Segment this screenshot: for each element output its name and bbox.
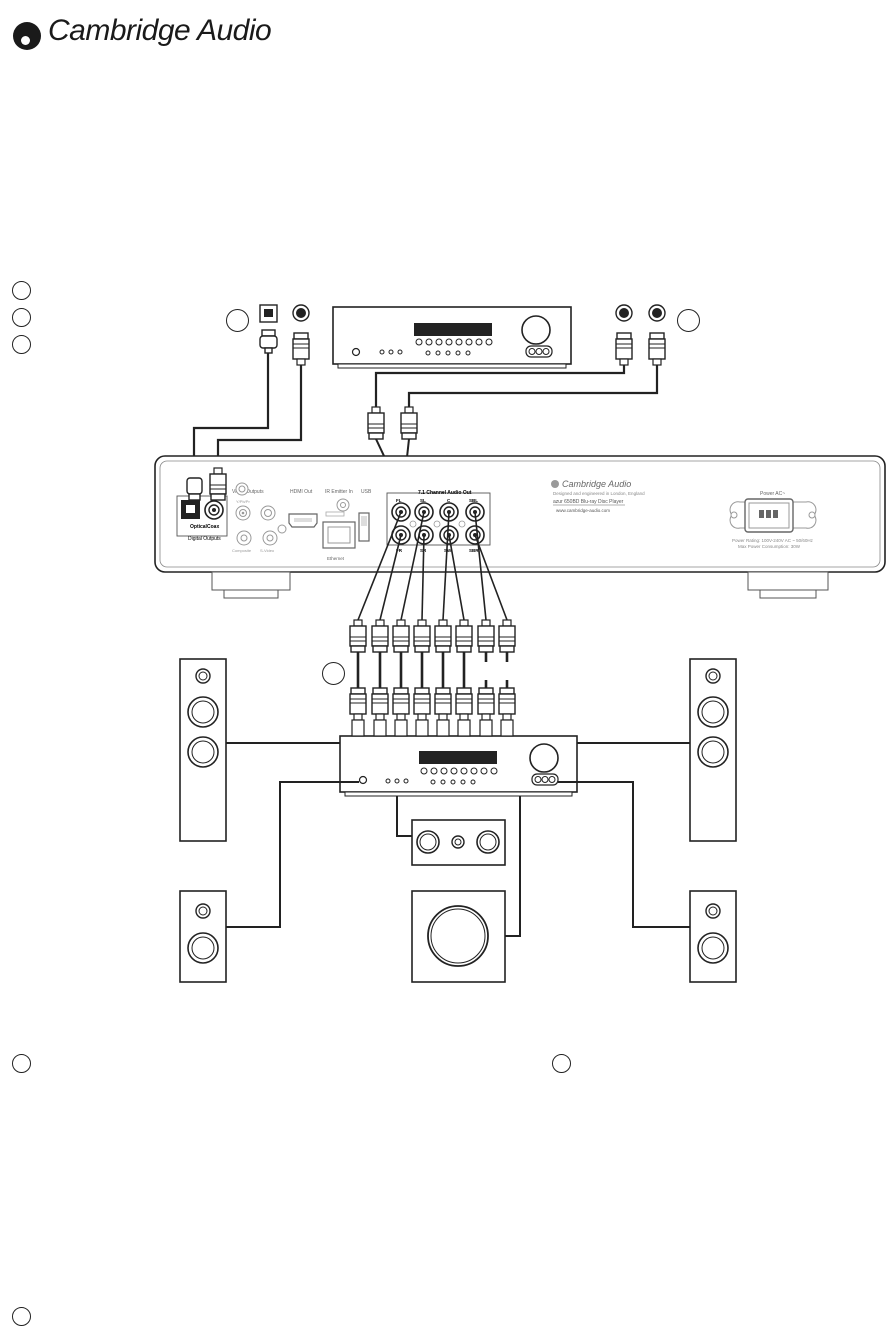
label-power-rating: Power Rating: 100V-240V AC ~ 50/60Hz [732,538,814,543]
surround-right-speaker [689,890,737,983]
label-svideo: S-Video [260,548,275,553]
receiver-display [419,751,497,764]
callout-circle-icon [322,662,345,685]
label-sl: SL [420,498,426,503]
label-usb: USB [361,489,372,495]
callout-circle-icon [12,281,31,300]
usb-port-icon [358,512,370,542]
label-composite: Composite [232,548,252,553]
label-model: azur 650BD Blu-ray Disc Player [553,499,624,505]
brand-wordmark: Cambridge Audio [48,14,272,47]
brand-mark-icon [551,480,559,488]
label-sbr: SBR [469,548,479,553]
label-fl: FL [396,498,402,503]
label-sbl: SBL [469,498,478,503]
rca-port-icon [615,304,633,322]
label-panel-brand: Cambridge Audio [562,479,631,489]
receiver-volume-knob-icon [529,743,559,773]
label-power-in: Power AC~ [760,491,785,497]
callout-circle-icon [12,1054,31,1073]
blu-ray-player-rear-panel: Optical Coax Digital Outputs Video Outpu… [154,455,886,599]
top-amplifier [332,306,572,369]
label-video-outputs: Video Outputs [232,489,264,495]
toslink-port-icon [259,304,278,323]
callout-circle-icon [226,309,249,332]
label-sub: SW [444,548,452,553]
subwoofer [411,890,506,983]
coax-output-port [204,500,224,520]
label-ethernet: Ethernet [327,556,345,561]
surround-left-speaker [179,890,227,983]
display-window [414,323,492,336]
volume-knob-icon [521,315,551,345]
callout-circle-icon [12,335,31,354]
label-optical: Optical [190,524,208,530]
label-ir-emitter: IR Emitter In [325,489,353,495]
label-coax: Coax [207,524,219,530]
front-right-speaker [689,658,737,842]
label-power-consumption: Max Power Consumption: 30W [738,544,801,549]
brand-logo-icon [13,22,41,50]
label-c: C [447,498,451,503]
front-left-speaker [179,658,227,842]
callout-circle-icon [12,1307,31,1326]
label-hdmi-out: HDMI Out [290,489,313,495]
callout-circle-icon [552,1054,571,1073]
label-ypbpr: Y/Pb/Pr [236,499,250,504]
label-url: www.cambridge-audio.com [556,508,610,513]
label-digital-outputs: Digital Outputs [188,536,221,542]
label-fr: FR [396,548,403,553]
rca-port-icon [648,304,666,322]
center-speaker [411,819,506,866]
callout-circle-icon [12,308,31,327]
label-multichannel: 7.1 Channel Audio Out [418,490,472,496]
av-receiver [339,735,578,797]
rca-port-icon [292,304,310,322]
callout-circle-icon [677,309,700,332]
label-tagline: Designed and engineered in London, Engla… [553,491,645,496]
